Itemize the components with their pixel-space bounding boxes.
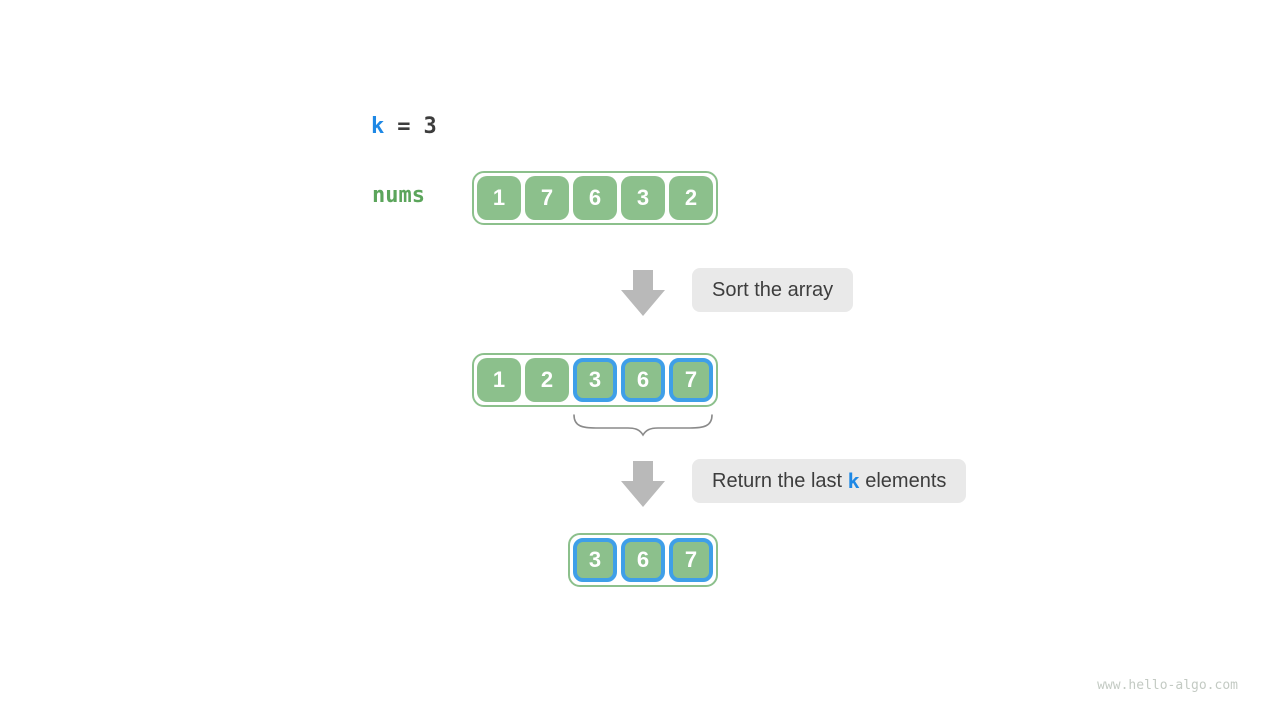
array-cell: 6 <box>621 538 665 582</box>
k-variable: k <box>371 114 385 139</box>
array-cell: 3 <box>621 176 665 220</box>
array-cell: 3 <box>573 538 617 582</box>
array-cell: 7 <box>669 538 713 582</box>
array-cell: 3 <box>573 358 617 402</box>
k-assignment-line: k = 3 <box>371 114 437 139</box>
step-label-return: Return the last k elements <box>692 459 967 503</box>
array-cell: 1 <box>477 358 521 402</box>
array-cell: 7 <box>669 358 713 402</box>
step-label-suffix: elements <box>859 469 947 492</box>
array-result: 3 6 7 <box>568 533 718 587</box>
step-label-text: Sort the array <box>712 278 834 301</box>
array-cell: 1 <box>477 176 521 220</box>
underbrace-icon <box>573 414 713 437</box>
watermark: www.hello-algo.com <box>1097 678 1238 693</box>
equals-sign: = <box>397 114 411 139</box>
step-label-prefix: Return the last <box>712 469 848 492</box>
array-sorted: 1 2 3 6 7 <box>472 353 718 407</box>
array-cell: 2 <box>669 176 713 220</box>
k-value: 3 <box>423 114 437 139</box>
down-arrow-icon <box>621 270 665 316</box>
array-cell: 7 <box>525 176 569 220</box>
array-cell: 2 <box>525 358 569 402</box>
nums-label: nums <box>372 183 425 208</box>
k-variable-inline: k <box>847 469 860 493</box>
array-cell: 6 <box>621 358 665 402</box>
step-label-sort: Sort the array <box>692 268 854 312</box>
down-arrow-icon <box>621 461 665 507</box>
array-cell: 6 <box>573 176 617 220</box>
array-initial: 1 7 6 3 2 <box>472 171 718 225</box>
